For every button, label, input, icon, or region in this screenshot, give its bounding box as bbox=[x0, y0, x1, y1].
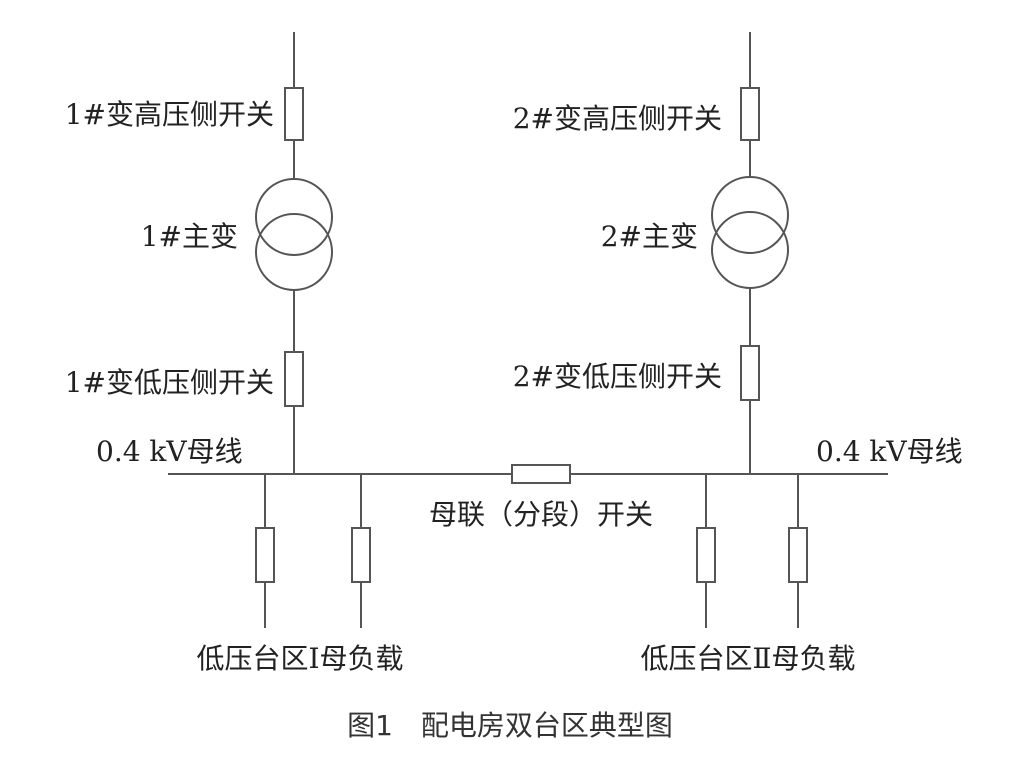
t1-hv-switch bbox=[284, 87, 304, 141]
busbar-right-label: 0.4 kV母线 bbox=[816, 435, 963, 468]
t1-transformer-secondary-winding bbox=[255, 213, 333, 291]
load-right-label: 低压台区Ⅱ母负载 bbox=[640, 642, 855, 675]
busbar-left-label: 0.4 kV母线 bbox=[96, 435, 243, 468]
feeder-2-switch bbox=[351, 527, 371, 583]
t2-lv-switch bbox=[740, 345, 760, 401]
t1-transformer-label: 1#主变 bbox=[141, 220, 238, 253]
load-left-label: 低压台区Ⅰ母负载 bbox=[196, 642, 403, 675]
t2-transformer-label: 2#主变 bbox=[601, 220, 698, 253]
t1-hv-switch-label: 1#变高压侧开关 bbox=[65, 98, 274, 131]
t2-transformer-secondary-winding bbox=[711, 211, 789, 289]
bus-tie-switch bbox=[511, 464, 571, 484]
t1-transformer-primary-winding bbox=[255, 178, 333, 256]
t1-lv-switch-label: 1#变低压侧开关 bbox=[65, 366, 274, 399]
t2-transformer-primary-winding bbox=[711, 176, 789, 254]
feeder-4-switch bbox=[788, 527, 808, 583]
bus-tie-switch-label: 母联（分段）开关 bbox=[429, 498, 653, 531]
t1-lv-switch bbox=[284, 351, 304, 407]
figure-caption: 图1 配电房双台区典型图 bbox=[347, 709, 673, 742]
t2-lv-switch-label: 2#变低压侧开关 bbox=[513, 360, 722, 393]
t2-hv-switch-label: 2#变高压侧开关 bbox=[513, 102, 722, 135]
feeder-3-switch bbox=[696, 527, 716, 583]
feeder-1-switch bbox=[255, 527, 275, 583]
t2-hv-switch bbox=[740, 87, 760, 141]
